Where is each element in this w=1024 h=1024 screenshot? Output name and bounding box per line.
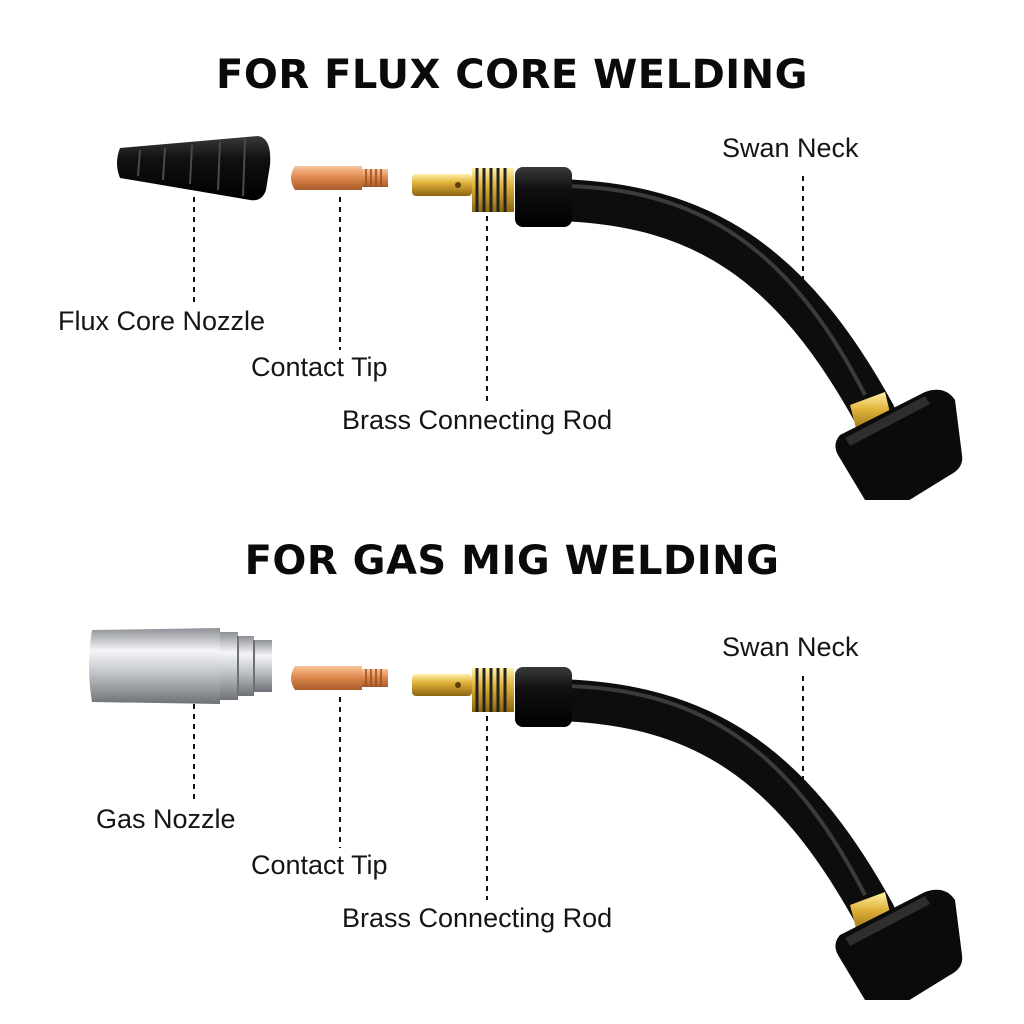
gas-mig-diagram — [89, 628, 963, 1000]
contact-tip-label: Contact Tip — [251, 850, 388, 880]
flux-core-nozzle-image — [117, 136, 271, 201]
flux-core-nozzle-label: Flux Core Nozzle — [58, 306, 266, 336]
swan-neck-label: Swan Neck — [722, 632, 859, 662]
brass-connecting-rod-label: Brass Connecting Rod — [342, 903, 613, 933]
gas-nozzle-image — [89, 628, 272, 704]
flux-core-diagram — [117, 136, 963, 500]
brass-connecting-rod-image — [412, 168, 514, 212]
flux-core-section: FOR FLUX CORE WELDING Swan Neck Flux Cor… — [0, 0, 1024, 500]
section-title: FOR GAS MIG WELDING — [244, 538, 780, 584]
gas-mig-section: FOR GAS MIG WELDING Swan Neck Gas Nozzle… — [0, 500, 1024, 1000]
contact-tip-image — [291, 666, 388, 690]
contact-tip-image — [291, 166, 388, 190]
brass-connecting-rod-label: Brass Connecting Rod — [342, 405, 613, 435]
section-title: FOR FLUX CORE WELDING — [216, 52, 808, 98]
swan-neck-image — [515, 667, 963, 1000]
swan-neck-image — [515, 167, 963, 500]
contact-tip-label: Contact Tip — [251, 352, 388, 382]
swan-neck-label: Swan Neck — [722, 133, 859, 163]
brass-connecting-rod-image — [412, 668, 514, 712]
gas-nozzle-label: Gas Nozzle — [96, 804, 236, 834]
